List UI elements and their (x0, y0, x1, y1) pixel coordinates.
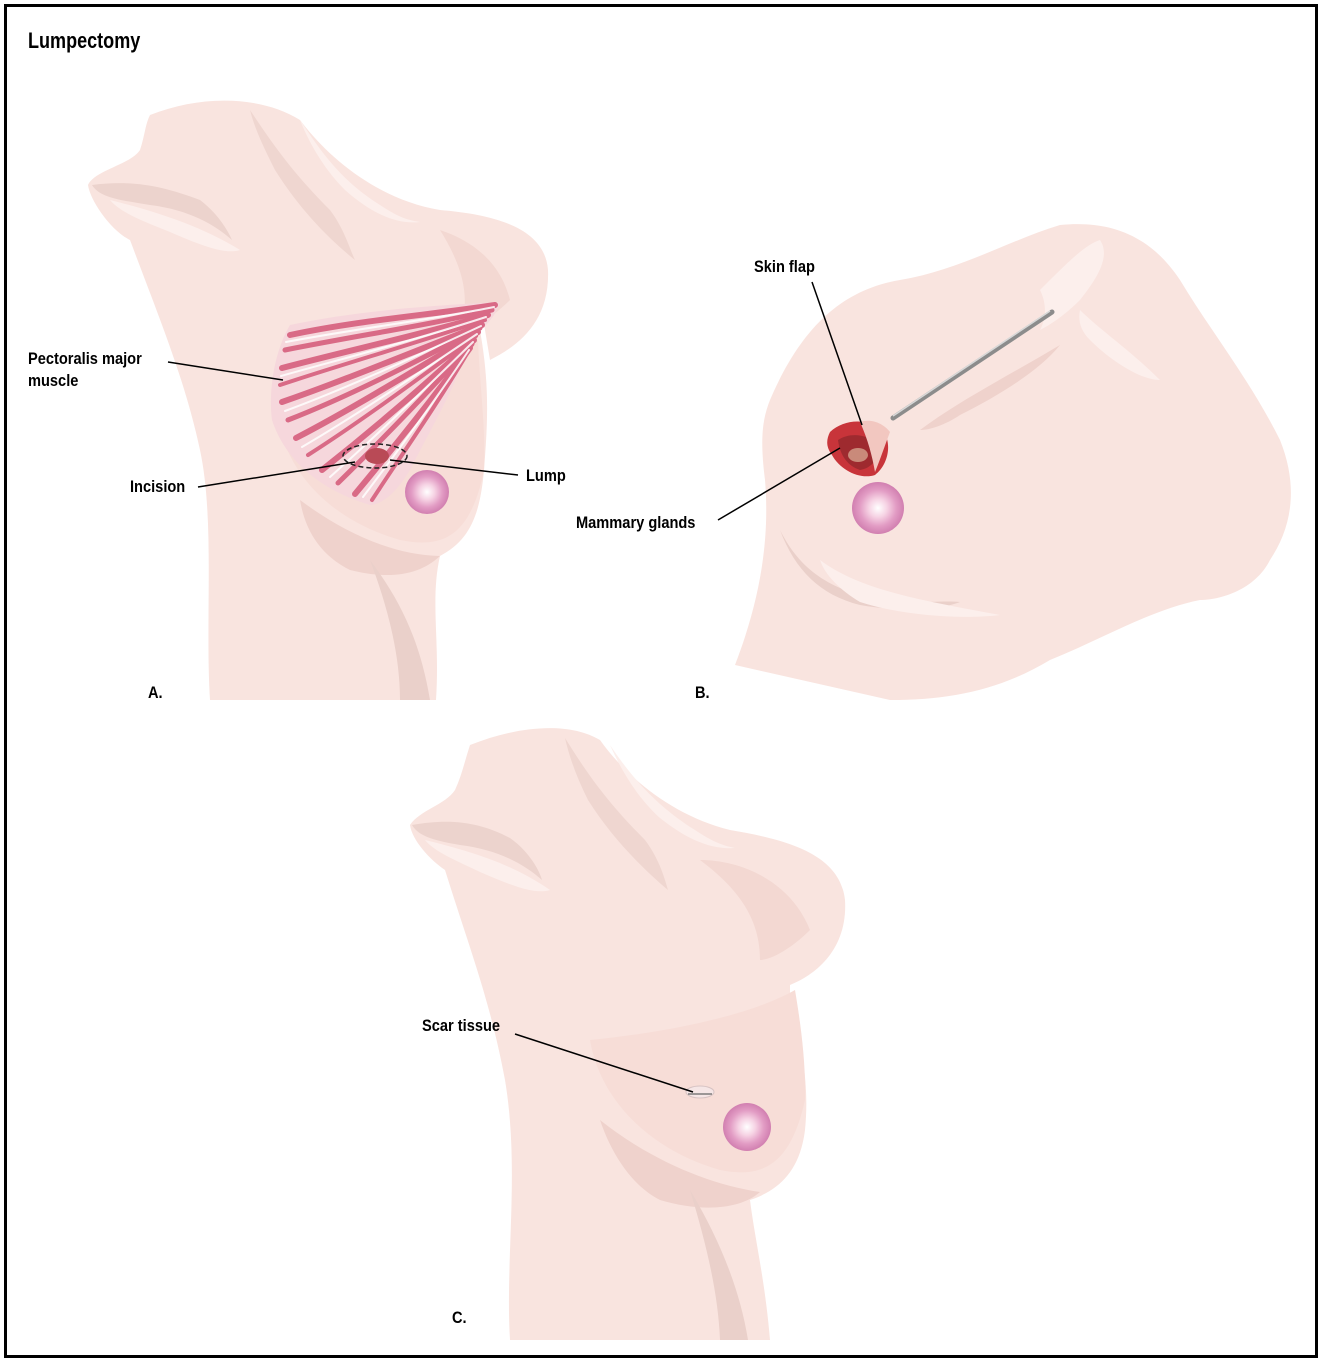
label-mammary-glands: Mammary glands (576, 512, 695, 534)
label-incision: Incision (130, 476, 185, 498)
label-scar-tissue: Scar tissue (422, 1015, 500, 1037)
label-skin-flap: Skin flap (754, 256, 815, 278)
panel-c-scar (686, 1086, 714, 1098)
panel-c-letter: C. (452, 1307, 467, 1329)
panel-b-torso (735, 224, 1291, 700)
panel-b-nipple (852, 482, 904, 534)
label-lump: Lump (526, 465, 566, 487)
label-pectoralis-major-muscle: Pectoralis major muscle (28, 348, 142, 392)
panel-b-letter: B. (695, 682, 710, 704)
panel-c-nipple (723, 1103, 771, 1151)
panel-a-letter: A. (148, 682, 163, 704)
panel-a-nipple (405, 470, 449, 514)
